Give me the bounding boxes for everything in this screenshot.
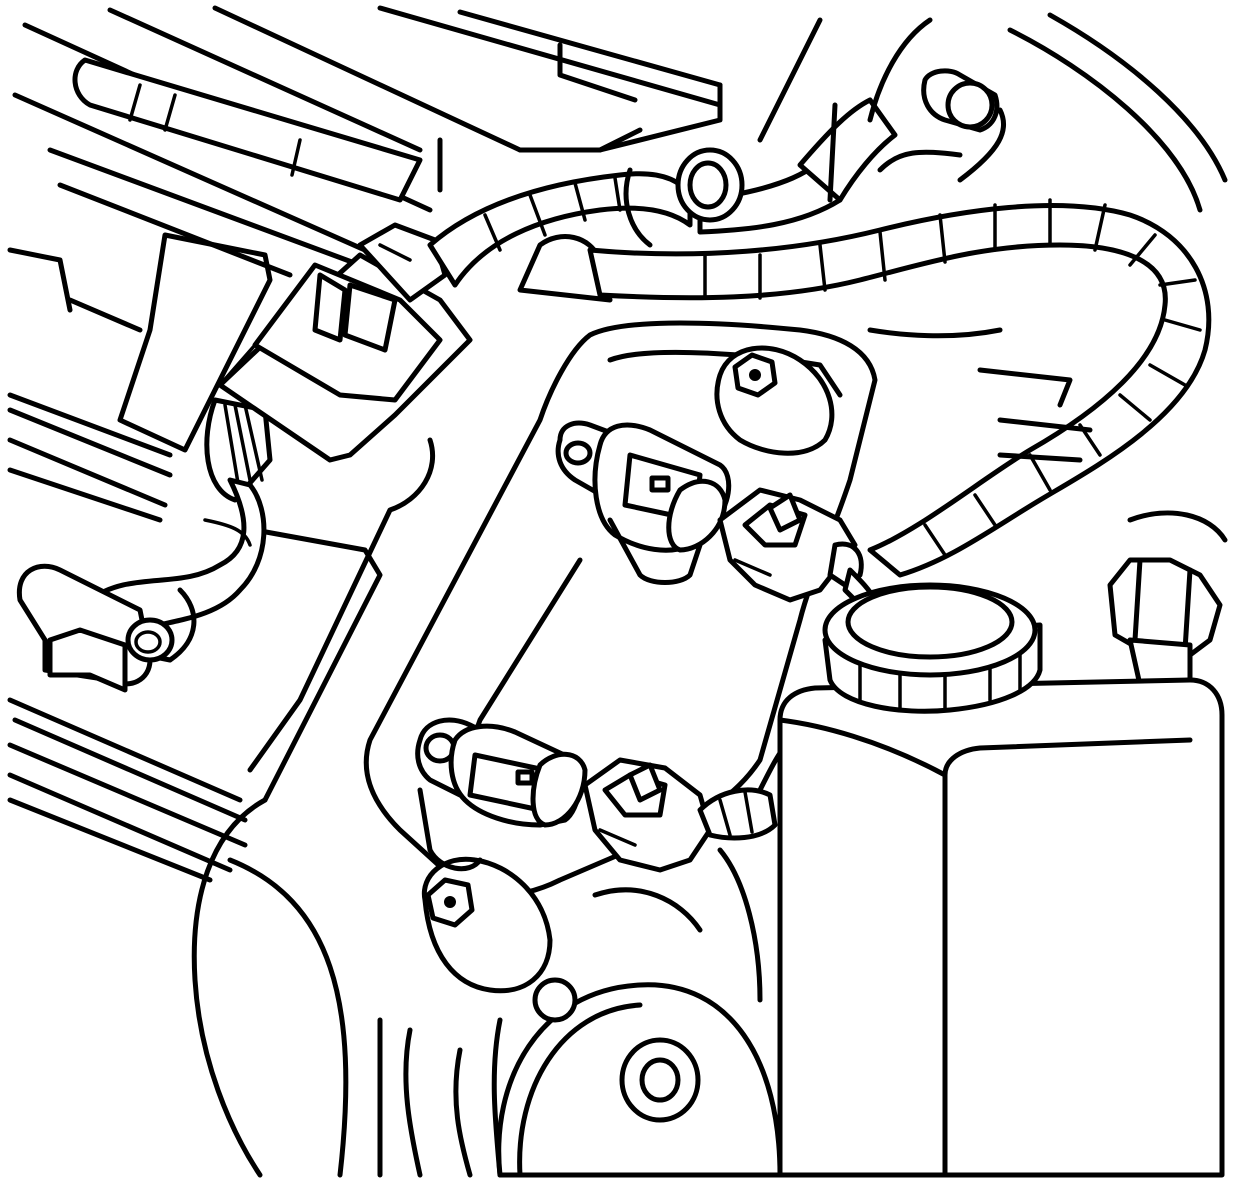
lower-pulley — [496, 977, 783, 1178]
upper-hose — [72, 57, 423, 203]
right-background-structure — [757, 12, 1228, 543]
reservoir-cap — [822, 582, 1043, 714]
left-clip-bracket — [16, 563, 175, 693]
lower-sensor-plug — [582, 737, 793, 873]
upper-sensor-plug — [717, 487, 878, 608]
grommet-upper — [623, 147, 745, 248]
upper-engine-rails — [7, 5, 723, 313]
bolt-lower — [421, 856, 553, 994]
bracket-stud-top-right — [921, 68, 1000, 133]
left-bracket-panel — [7, 232, 436, 883]
coolant-reservoir — [777, 677, 1225, 1178]
lower-sensor — [415, 717, 588, 872]
lower-engine-casing — [191, 797, 763, 1178]
main-wire-harness — [427, 97, 1212, 578]
bolt-upper — [714, 345, 835, 456]
hex-fitting — [1107, 557, 1223, 688]
left-electrical-connector — [217, 222, 473, 463]
upper-sensor — [555, 420, 732, 585]
